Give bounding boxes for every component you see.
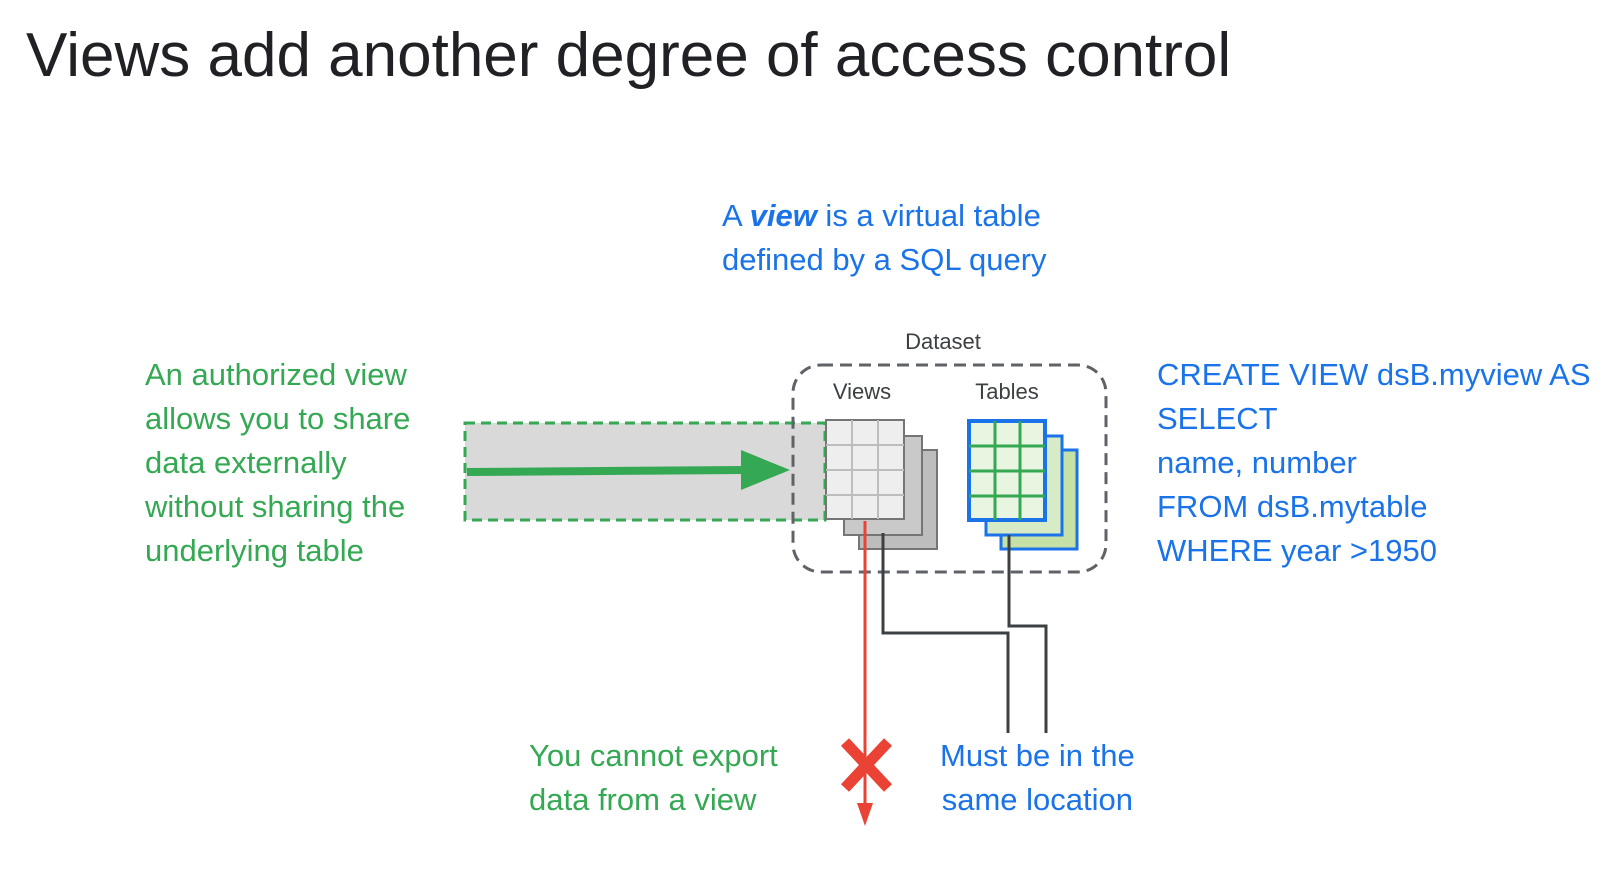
- export-note-line: You cannot export: [529, 738, 778, 773]
- location-note: Must be in the same location: [940, 734, 1135, 822]
- authorized-view-line: underlying table: [145, 533, 364, 568]
- view-def-emphasis: view: [749, 198, 817, 233]
- view-definition-line2: defined by a SQL query: [722, 242, 1047, 277]
- export-note: You cannot export data from a view: [529, 734, 778, 822]
- sql-line: SELECT: [1157, 401, 1278, 436]
- slide-title: Views add another degree of access contr…: [26, 21, 1232, 90]
- sql-code: CREATE VIEW dsB.myview AS SELECT name, n…: [1157, 353, 1591, 573]
- sql-line: FROM dsB.mytable: [1157, 489, 1428, 524]
- view-definition: A view is a virtual table defined by a S…: [722, 194, 1047, 282]
- view-stack-icon: [825, 419, 938, 550]
- sql-line: WHERE year >1950: [1157, 533, 1437, 568]
- sql-line: CREATE VIEW dsB.myview AS: [1157, 357, 1591, 392]
- location-note-line: Must be in the: [940, 738, 1135, 773]
- dataset-label: Dataset: [905, 329, 981, 354]
- views-label: Views: [833, 379, 891, 404]
- authorized-view-line: data externally: [145, 445, 347, 480]
- tables-label: Tables: [975, 379, 1039, 404]
- location-connector: [881, 533, 1048, 733]
- authorized-view-line: without sharing the: [145, 489, 406, 524]
- authorized-view-line: allows you to share: [145, 401, 411, 436]
- blocked-x-icon: [840, 738, 893, 792]
- view-def-prefix: A: [722, 198, 750, 233]
- export-note-line: data from a view: [529, 782, 757, 817]
- table-stack-icon: [967, 419, 1079, 551]
- view-definition-line1: A view is a virtual table: [722, 194, 1047, 238]
- sql-line: name, number: [1157, 445, 1357, 480]
- location-note-line: same location: [941, 782, 1133, 817]
- share-arrow: [466, 450, 790, 490]
- authorized-view-note: An authorized view allows you to share d…: [145, 353, 410, 573]
- view-def-suffix: is a virtual table: [816, 198, 1041, 233]
- authorized-view-line: An authorized view: [145, 357, 407, 392]
